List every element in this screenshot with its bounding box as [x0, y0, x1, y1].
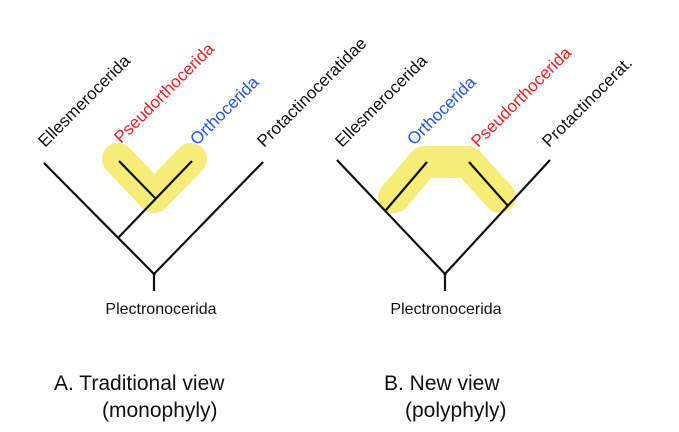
tree-b: Ellesmerocerida Orthocerida Pseudorthoce…: [331, 43, 636, 422]
monophyly-highlight: [102, 143, 207, 213]
caption-subtitle: (polyphyly): [405, 399, 507, 422]
branch-orthocerida: [385, 161, 428, 211]
tree-a: Ellesmerocerida Pseudorthocerida Orthoce…: [34, 34, 370, 422]
branch-protactinoceratidae: [152, 161, 264, 276]
branch-ellesmerocerida: [336, 159, 447, 276]
caption-title: B. New view: [384, 372, 500, 395]
taxon-orthocerida: Orthocerida: [186, 72, 263, 149]
branch-pseudorthocerida: [468, 161, 509, 207]
root-label: Plectronocerida: [390, 301, 501, 318]
branch-protactinoceratidae: [443, 159, 551, 276]
branch-pseudorthocerida: [118, 160, 156, 199]
root-label: Plectronocerida: [105, 301, 216, 318]
branch-inner-clade: [117, 160, 193, 239]
caption-subtitle: (monophyly): [102, 399, 218, 422]
caption-title: A. Traditional view: [54, 372, 225, 395]
branch-ellesmerocerida: [43, 162, 156, 276]
